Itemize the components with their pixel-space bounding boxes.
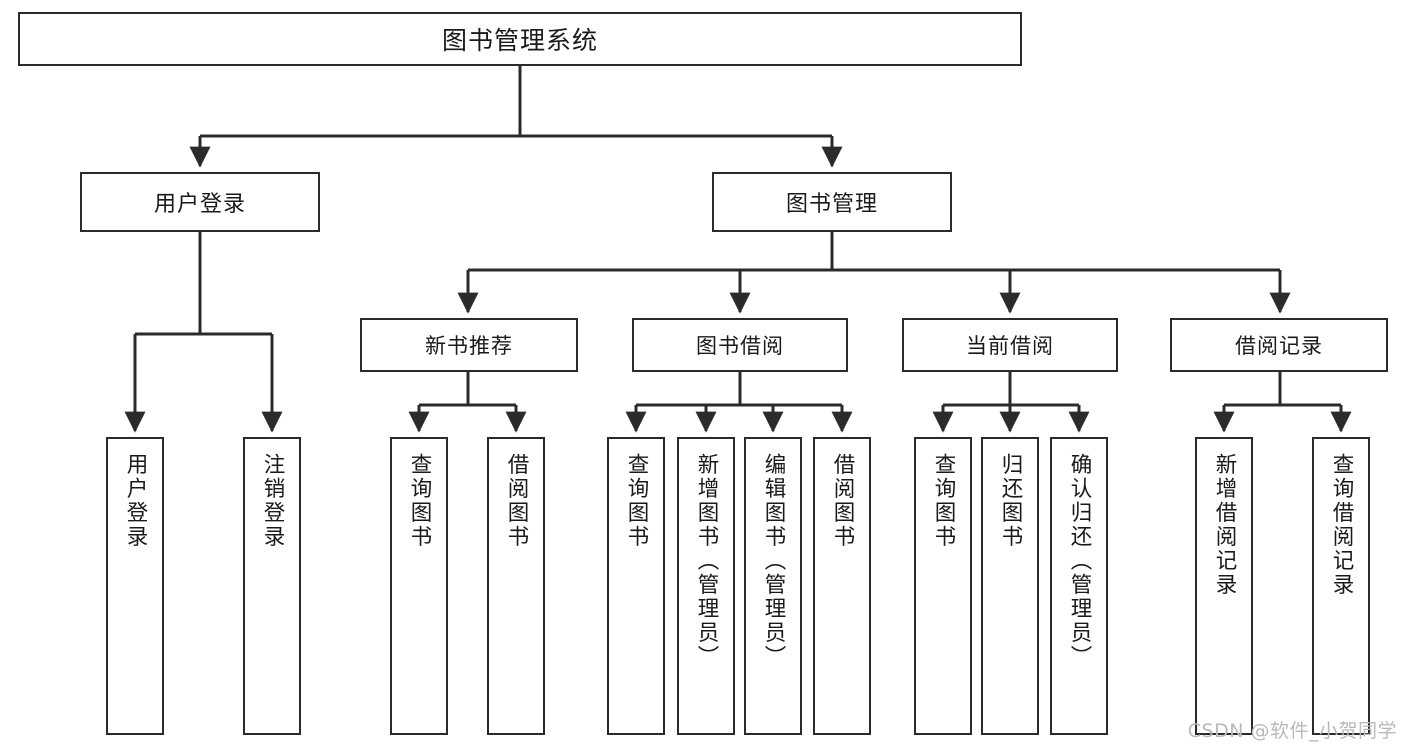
node-label: 编辑图书（管理员） <box>761 453 787 669</box>
node-leaf-borrow-book-1[interactable]: 借阅图书 <box>487 437 545 735</box>
node-leaf-query-record[interactable]: 查询借阅记录 <box>1312 437 1370 735</box>
node-leaf-confirm-return[interactable]: 确认归还（管理员） <box>1050 437 1108 735</box>
node-leaf-query-book-1[interactable]: 查询图书 <box>390 437 448 735</box>
node-label: 图书管理系统 <box>441 26 598 55</box>
node-user-login[interactable]: 用户登录 <box>80 172 320 232</box>
node-label: 查询图书 <box>931 453 957 549</box>
node-root-system[interactable]: 图书管理系统 <box>18 12 1022 66</box>
node-label: 图书管理 <box>785 192 878 217</box>
node-label: 查询图书 <box>624 453 650 549</box>
node-book-borrow[interactable]: 图书借阅 <box>632 318 848 372</box>
node-leaf-add-record[interactable]: 新增借阅记录 <box>1195 437 1253 735</box>
node-leaf-query-book-3[interactable]: 查询图书 <box>914 437 972 735</box>
node-label: 用户登录 <box>123 453 149 549</box>
node-leaf-query-book-2[interactable]: 查询图书 <box>607 437 665 735</box>
node-label: 注销登录 <box>260 453 286 549</box>
node-current-borrow[interactable]: 当前借阅 <box>902 318 1118 372</box>
node-leaf-user-logout[interactable]: 注销登录 <box>243 437 301 735</box>
node-label: 用户登录 <box>153 192 246 217</box>
node-label: 新增借阅记录 <box>1212 453 1238 597</box>
node-label: 当前借阅 <box>966 334 1054 358</box>
node-label: 图书借阅 <box>696 334 784 358</box>
node-label: 归还图书 <box>998 453 1024 549</box>
node-label: 借阅图书 <box>504 453 530 549</box>
node-label: 借阅图书 <box>830 453 856 549</box>
node-leaf-add-book[interactable]: 新增图书（管理员） <box>677 437 735 735</box>
node-label: 新增图书（管理员） <box>694 453 720 669</box>
node-label: 借阅记录 <box>1235 334 1323 358</box>
node-book-management[interactable]: 图书管理 <box>712 172 952 232</box>
node-label: 查询借阅记录 <box>1329 453 1355 597</box>
node-leaf-edit-book[interactable]: 编辑图书（管理员） <box>744 437 802 735</box>
node-leaf-return-book[interactable]: 归还图书 <box>981 437 1039 735</box>
node-label: 查询图书 <box>407 453 433 549</box>
node-label: 确认归还（管理员） <box>1067 453 1093 669</box>
watermark-text: CSDN @软件_小贺同学 <box>1187 720 1397 742</box>
node-leaf-user-login[interactable]: 用户登录 <box>106 437 164 735</box>
node-new-book-recommend[interactable]: 新书推荐 <box>360 318 578 372</box>
node-label: 新书推荐 <box>425 334 513 358</box>
node-borrow-record[interactable]: 借阅记录 <box>1170 318 1388 372</box>
node-leaf-borrow-book-2[interactable]: 借阅图书 <box>813 437 871 735</box>
